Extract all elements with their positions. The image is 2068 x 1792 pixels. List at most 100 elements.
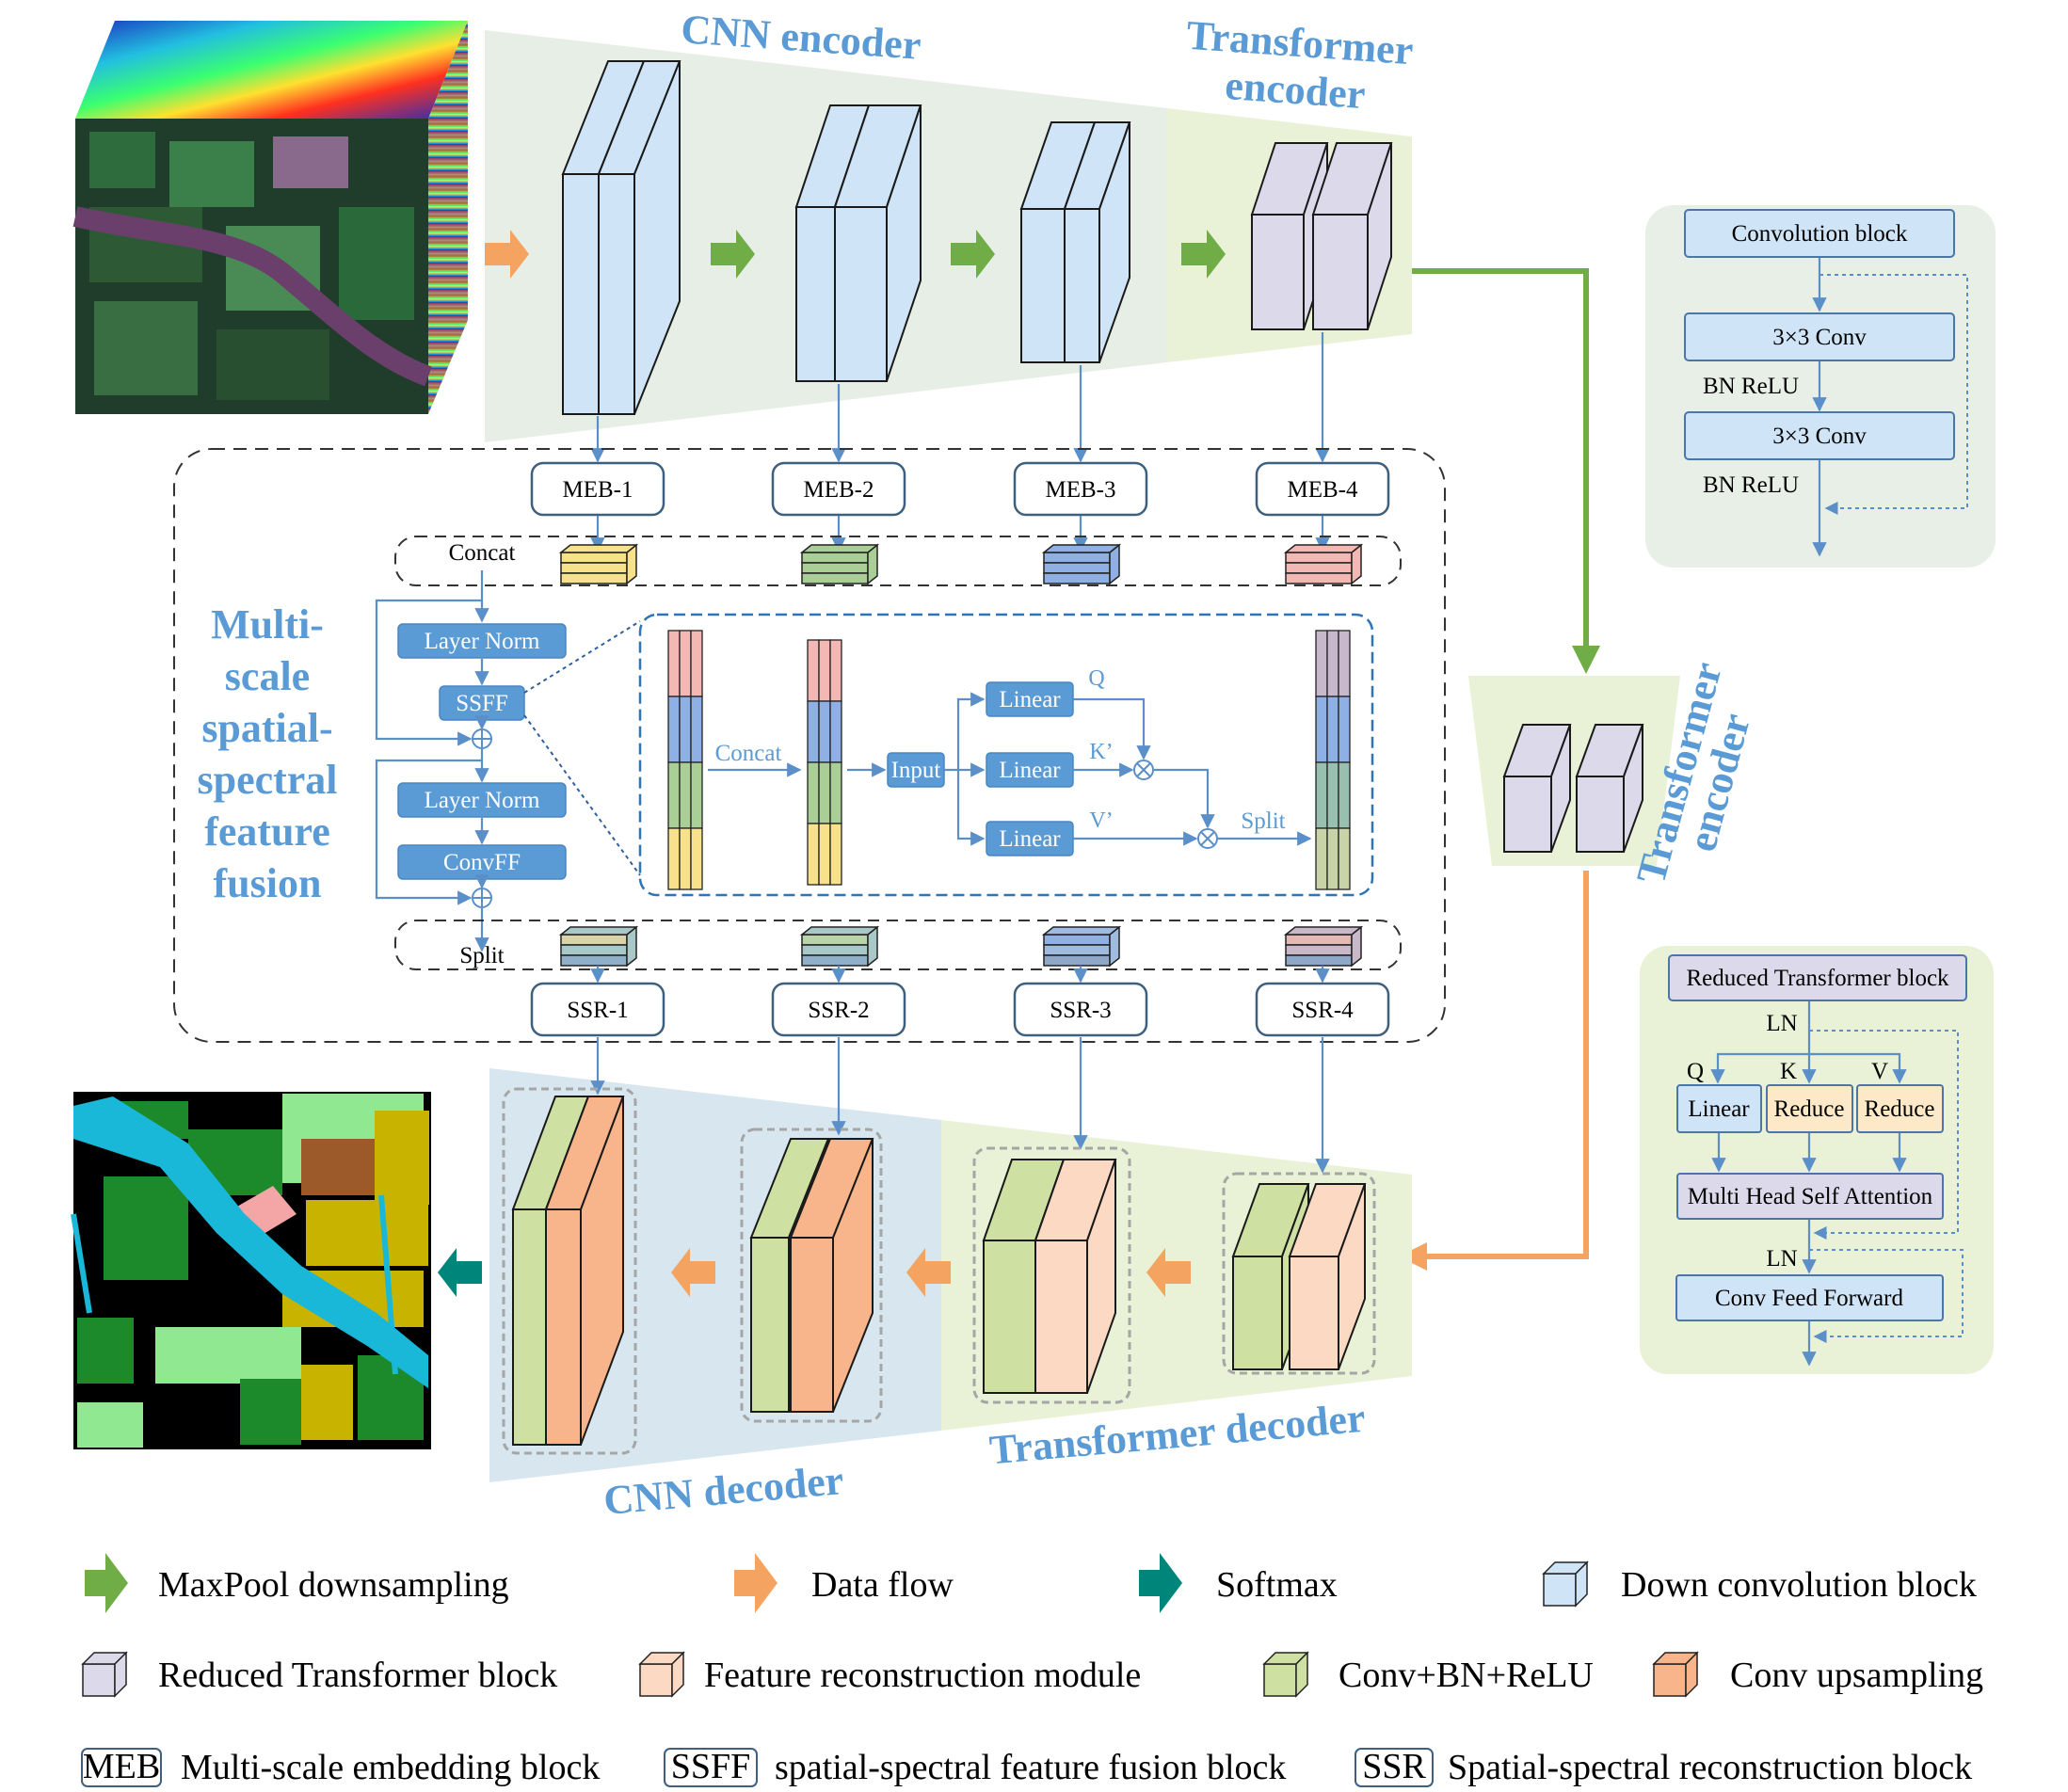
ssff-k-label: K’: [1089, 740, 1113, 764]
reduced-reduce-v-label: Reduce: [1865, 1096, 1935, 1122]
conv-block-conv2-label: 3×3 Conv: [1772, 424, 1867, 449]
token-meb-2: [799, 543, 880, 585]
ssff-concat-tokens: [807, 639, 842, 886]
ssff-linear-v: Linear: [986, 821, 1074, 856]
output-classification-map: [71, 1092, 431, 1449]
ssff-detail-panel: [638, 613, 1374, 897]
convff-label: ConvFF: [443, 850, 521, 875]
token-ssr-1: [558, 925, 639, 968]
encoder-block-1: [561, 60, 681, 415]
ssr-1-label: SSR-1: [567, 998, 628, 1023]
token-meb-1: [558, 543, 639, 585]
decoder-block-1: [511, 1096, 625, 1446]
legend-ssff-label: spatial-spectral feature fusion block: [775, 1748, 1286, 1787]
input-data-flow-arrow: [485, 230, 529, 279]
legend-meb-label: Multi-scale embedding block: [181, 1748, 600, 1787]
conv-block-title-label: Convolution block: [1732, 221, 1908, 247]
legend-dataflow-icon: [734, 1553, 778, 1613]
ssff-concat-label: Concat: [715, 741, 782, 766]
ssff-linear-k: Linear: [986, 752, 1074, 788]
decoder-block-4: [1231, 1183, 1367, 1370]
softmax-arrow: [438, 1248, 482, 1297]
bottleneck-orange-arrow: [1399, 871, 1589, 1271]
legend-downconv: Down convolution block: [1542, 1560, 1977, 1608]
legend-softmax-label: Softmax: [1216, 1565, 1338, 1605]
ssff-linear-k-label: Linear: [999, 758, 1061, 783]
residual-add-2: [472, 888, 492, 908]
legend-downconv-label: Down convolution block: [1621, 1565, 1977, 1605]
bottleneck-green-arrow: [1412, 268, 1600, 674]
split-label: Split: [459, 943, 504, 968]
fusion-title-line1: Multi-: [211, 601, 324, 648]
ssff-mult-v: [1197, 828, 1218, 849]
conv-block-conv1-label: 3×3 Conv: [1772, 325, 1867, 350]
fusion-module-frame: [173, 448, 1446, 1043]
fusion-title-line2: scale: [225, 653, 310, 699]
ssr-1: SSR-1: [530, 982, 665, 1037]
legend-meb-abbr: MEB: [83, 1747, 160, 1786]
ssff-linear-v-label: Linear: [999, 826, 1061, 852]
ssr-4: SSR-4: [1255, 982, 1390, 1037]
fusion-title-line5: feature: [204, 808, 330, 855]
ssff-input-tokens: [667, 630, 703, 890]
data-flow-arrow-dec-1: [1146, 1248, 1191, 1297]
fusion-title: Multi- scale spatial- spectral feature f…: [197, 601, 337, 906]
meb-2: MEB-2: [771, 461, 906, 517]
input-hyperspectral-cube: [72, 21, 468, 414]
legend-convbn-label: Conv+BN+ReLU: [1339, 1656, 1594, 1695]
legend-convbn: Conv+BN+ReLU: [1262, 1651, 1594, 1698]
legend-maxpool: MaxPool downsampling: [85, 1553, 509, 1613]
legend-featrec-icon: [638, 1651, 685, 1698]
decoder-block-3: [982, 1159, 1117, 1394]
legend-ssff-abbr: SSFF: [671, 1747, 751, 1786]
split-strip: [394, 920, 1402, 970]
ssff-input-label: Input: [891, 758, 941, 783]
meb-1: MEB-1: [530, 461, 665, 517]
conv-block-bn1-label: BN ReLU: [1703, 374, 1799, 399]
ssff-v-label: V’: [1089, 808, 1113, 833]
legend-convup: Conv upsampling: [1652, 1651, 1983, 1698]
token-meb-4: [1283, 543, 1364, 585]
maxpool-arrow-2: [951, 230, 995, 279]
legend-featrec-label: Feature reconstruction module: [704, 1656, 1141, 1695]
encoder-block-2: [794, 104, 922, 382]
ssff-block: SSFF: [439, 685, 525, 721]
layer-norm-1: Layer Norm: [397, 623, 567, 659]
meb-4: MEB-4: [1255, 461, 1390, 517]
legend-meb: MEB Multi-scale embedding block: [81, 1747, 600, 1787]
legend-convup-label: Conv upsampling: [1730, 1656, 1983, 1695]
reduced-v-label: V: [1871, 1059, 1888, 1084]
legend-reduced: Reduced Transformer block: [81, 1651, 557, 1698]
legend-convbn-icon: [1262, 1651, 1309, 1698]
reduced-k-label: K: [1780, 1059, 1797, 1084]
legend-ssr-label: Spatial-spectral reconstruction block: [1448, 1748, 1972, 1787]
meb-tokens: [558, 543, 1364, 585]
ssr-tokens: [558, 925, 1364, 968]
reduced-conv-feed-forward: Conv Feed Forward: [1675, 1274, 1944, 1321]
layer-norm-2: Layer Norm: [397, 782, 567, 818]
legend-ssff: SSFF spatial-spectral feature fusion blo…: [664, 1747, 1286, 1787]
transformer-encoder-title-line2: encoder: [1224, 62, 1367, 118]
legend-maxpool-label: MaxPool downsampling: [158, 1565, 509, 1605]
ssr-2-label: SSR-2: [808, 998, 869, 1023]
decoder-block-2: [749, 1138, 874, 1413]
reduced-block-title-label: Reduced Transformer block: [1686, 966, 1949, 991]
bottleneck-transformer-block: [1502, 724, 1644, 853]
legend-softmax: Softmax: [1139, 1553, 1338, 1613]
ssr-3-label: SSR-3: [1050, 998, 1111, 1023]
concat-strip: [394, 536, 1402, 586]
conv-block-conv1: 3×3 Conv: [1684, 312, 1955, 361]
token-ssr-4: [1283, 925, 1364, 968]
legend-softmax-icon: [1139, 1553, 1182, 1613]
token-ssr-2: [799, 925, 880, 968]
legend-ssr: SSR Spatial-spectral reconstruction bloc…: [1355, 1747, 1972, 1787]
reduced-block-title: Reduced Transformer block: [1668, 954, 1967, 1001]
reduced-mhsa: Multi Head Self Attention: [1676, 1173, 1944, 1220]
legend-convup-icon: [1652, 1651, 1699, 1698]
encoder-block-3: [1019, 121, 1131, 363]
fusion-title-line3: spatial-: [201, 705, 332, 751]
reduced-linear: Linear: [1676, 1084, 1762, 1133]
ssff-mult-qk: [1133, 760, 1154, 780]
conv-block-conv2: 3×3 Conv: [1684, 411, 1955, 460]
